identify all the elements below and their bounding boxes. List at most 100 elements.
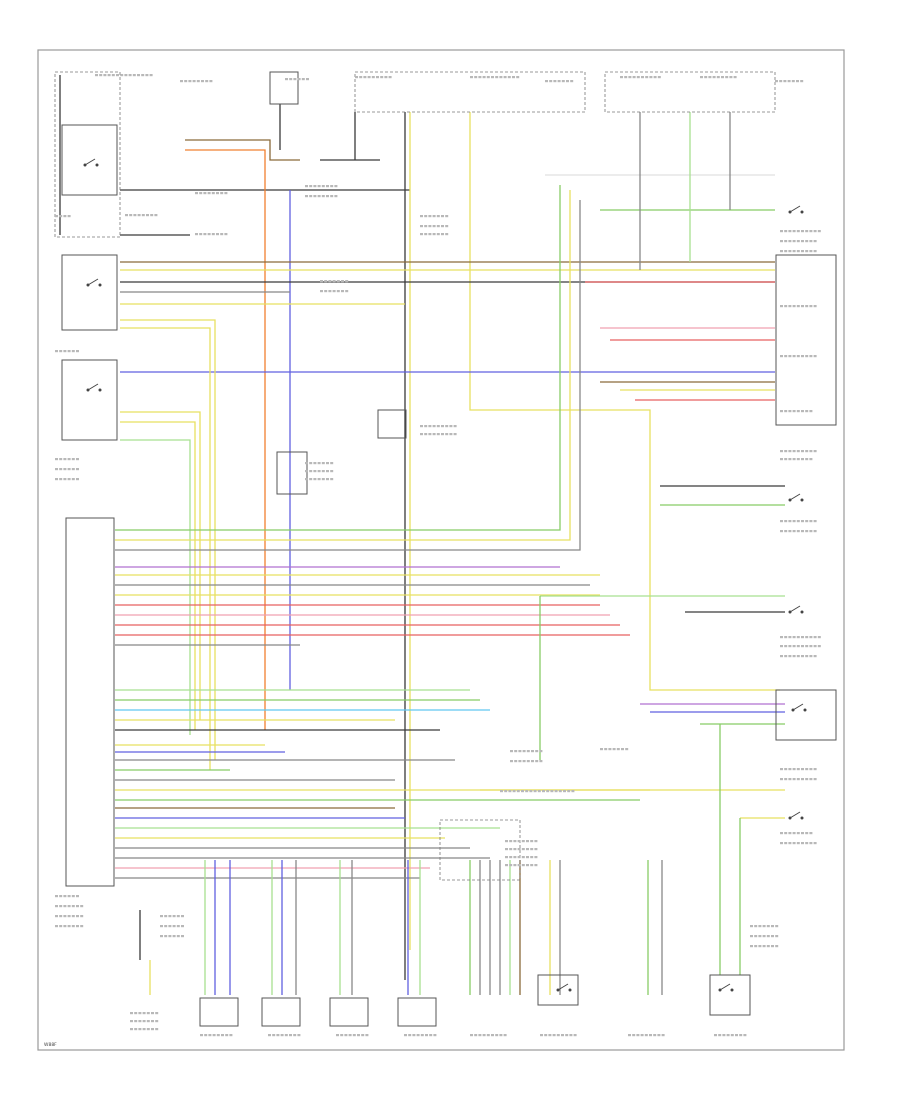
label-glyph [504,790,508,793]
label-glyph [525,790,529,793]
switch-contact [98,388,102,392]
label-glyph [542,790,545,793]
label-glyph [726,1034,730,1037]
label-glyph [788,230,792,233]
wire-yellow-422 [120,421,196,730]
label-glyph [813,355,817,358]
label-glyph [486,76,490,79]
label-glyph [530,848,534,851]
label-glyph [388,76,392,79]
label-glyph [99,74,103,77]
switch-blade [719,983,731,991]
label-glyph [424,425,428,428]
component-label-65 [200,1034,233,1037]
label-glyph [445,425,449,428]
label-glyph [124,74,128,77]
label-glyph [505,864,508,867]
switch-pivot [788,210,792,214]
label-glyph [59,925,63,928]
label-glyph [809,655,813,658]
label-glyph [195,192,198,195]
component-label-66 [268,1034,301,1037]
label-glyph [201,80,204,83]
label-glyph [416,1034,420,1037]
label-glyph [530,856,534,859]
component-label-62 [130,1012,159,1015]
label-glyph [801,250,804,253]
label-glyph [805,230,809,233]
label-glyph [813,305,817,308]
switch-icon [788,205,804,214]
label-glyph [146,1012,150,1015]
label-glyph [71,925,75,928]
label-glyph [796,636,800,639]
dashed-enclosure-top-right [604,71,776,113]
label-glyph [203,192,207,195]
label-glyph [636,1034,640,1037]
label-glyph [569,1034,573,1037]
label-glyph [750,935,753,938]
component-label-73 [160,915,184,918]
label-glyph [453,425,457,428]
component-label-72 [714,1034,747,1037]
wire-grey-200 [115,200,581,551]
label-glyph [792,458,796,461]
component-label-3 [285,78,309,81]
label-glyph [408,1034,412,1037]
label-glyph [539,750,543,753]
label-glyph [813,645,817,648]
label-glyph [512,790,516,793]
label-glyph [780,305,783,308]
label-glyph [224,192,228,195]
label-glyph [330,462,334,465]
label-glyph [55,458,58,461]
wire-yellow-320 [120,319,216,760]
label-glyph [376,76,379,79]
label-glyph [67,350,71,353]
label-glyph [330,185,334,188]
label-glyph [309,462,313,465]
label-glyph [317,185,321,188]
component-label-32 [750,935,779,938]
label-glyph [809,240,813,243]
label-glyph [309,470,313,473]
connector-mid [775,254,837,426]
label-glyph [780,636,783,639]
label-glyph [805,240,809,243]
label-glyph [176,915,180,918]
label-glyph [530,864,534,867]
label-glyph [792,355,796,358]
label-glyph [328,280,332,283]
label-glyph [809,450,813,453]
label-glyph [784,240,788,243]
label-glyph [809,530,813,533]
label-glyph [733,76,737,79]
label-glyph [211,192,215,195]
label-glyph [805,520,809,523]
label-glyph [788,410,792,413]
component-label-4 [355,76,392,79]
label-glyph [784,530,788,533]
component-label-6 [545,80,574,83]
label-glyph [718,1034,722,1037]
wire-lg-440 [120,439,191,735]
label-glyph [510,750,513,753]
label-glyph [305,195,308,198]
label-glyph [107,74,111,77]
label-glyph [796,530,800,533]
label-glyph [432,225,436,228]
label-glyph [801,655,804,658]
label-glyph [600,748,603,751]
label-glyph [801,530,804,533]
label-glyph [809,842,813,845]
label-glyph [762,935,766,938]
label-glyph [207,233,211,236]
component-label-45 [420,225,449,228]
label-glyph [160,935,163,938]
label-glyph [805,305,809,308]
label-glyph [55,905,58,908]
label-glyph [805,355,809,358]
label-glyph [805,832,809,835]
label-glyph [172,925,176,928]
label-glyph [71,905,75,908]
